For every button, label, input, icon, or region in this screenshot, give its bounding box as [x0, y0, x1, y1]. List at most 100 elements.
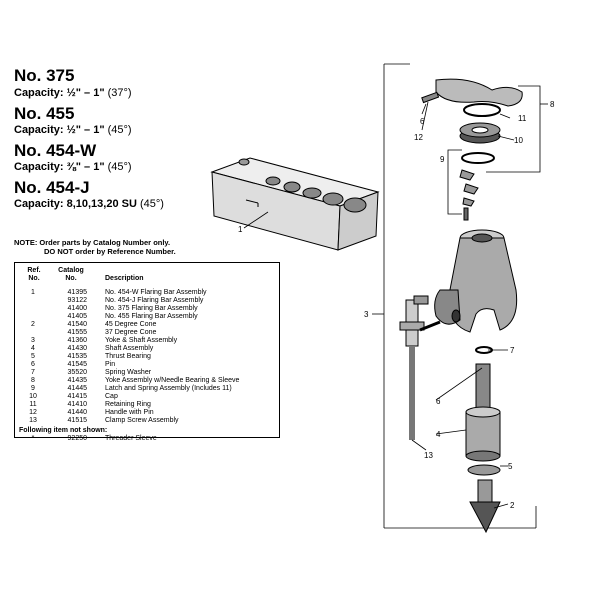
- cell-catalog: 41415: [67, 393, 87, 400]
- cell-catalog: 41360: [67, 337, 87, 344]
- cell-description: No. 454-W Flaring Bar Assembly: [105, 289, 207, 296]
- cell-ref: 3: [31, 337, 35, 344]
- cell-description: Spring Washer: [105, 369, 152, 376]
- header-description: Description: [105, 275, 144, 282]
- callout-4: 4: [436, 430, 441, 439]
- cell-description: Latch and Spring Assembly (Includes 11): [105, 385, 232, 392]
- cell-catalog: 41405: [67, 313, 87, 320]
- table-row: 9 41445 Latch and Spring Assembly (Include…: [15, 385, 279, 393]
- cell-catalog: 41445: [67, 385, 87, 392]
- cell-description: Yoke Assembly w/Needle Bearing & Sleeve: [105, 377, 240, 384]
- cell-ref: 11: [29, 401, 37, 408]
- callout-13: 13: [424, 451, 433, 460]
- callout-12: 12: [414, 133, 423, 142]
- cell-catalog: 41410: [67, 401, 87, 408]
- callout-3: 3: [364, 310, 369, 319]
- cell-ref: 10: [29, 393, 37, 400]
- cell-description: Thrust Bearing: [105, 353, 151, 360]
- table-row: 41400 No. 375 Flaring Bar Assembly: [15, 305, 279, 313]
- cell-description: Cap: [105, 393, 118, 400]
- table-row: 3 41360 Yoke & Shaft Assembly: [15, 337, 279, 345]
- cone-drawing: [469, 479, 501, 534]
- cell-description: Shaft Assembly: [105, 345, 154, 352]
- cell-ref: 12: [29, 409, 37, 416]
- header-ref: Ref. No.: [27, 267, 41, 282]
- model-454j-title: No. 454-J: [14, 178, 90, 197]
- model-455-capacity: Capacity: ½" – 1" (45°): [14, 124, 132, 136]
- cell-ref: 4: [31, 345, 35, 352]
- cell-ref: 8: [31, 377, 35, 384]
- cell-catalog: 41435: [67, 377, 87, 384]
- cell-catalog: 41430: [67, 345, 87, 352]
- callout-7: 7: [510, 346, 515, 355]
- header-catalog: Catalog No.: [58, 267, 84, 282]
- table-row: 41405 No. 455 Flaring Bar Assembly: [15, 313, 279, 321]
- table-row: 10 41415 Cap: [15, 393, 279, 401]
- model-375-capacity: Capacity: ½" – 1" (37°): [14, 87, 132, 99]
- clamp-screw-drawing: [399, 295, 441, 440]
- cell-catalog: 41555: [67, 329, 87, 336]
- table-row: 5 41535 Thrust Bearing: [15, 353, 279, 361]
- cell-description: 45 Degree Cone: [105, 321, 157, 328]
- order-note-line2: DO NOT order by Reference Number.: [44, 247, 176, 256]
- cell-catalog: 41540: [67, 321, 87, 328]
- callout-5: 5: [508, 462, 513, 471]
- shaft-drawing: [465, 363, 501, 462]
- cell-ref: 5: [31, 353, 35, 360]
- yoke-drawing: [434, 229, 518, 333]
- cell-catalog: 41515: [67, 417, 87, 424]
- cell-description: Handle with Pin: [105, 409, 154, 416]
- table-row: 8 41435 Yoke Assembly w/Needle Bearing & S…: [15, 377, 279, 385]
- table-row: 6 41545 Pin: [15, 361, 279, 369]
- cell-catalog: 41545: [67, 361, 87, 368]
- callout-2: 2: [510, 501, 515, 510]
- flaring-bar-drawing: [210, 157, 380, 251]
- cell-ref: 1: [31, 289, 35, 296]
- callout-labels: 1 2 3 4 5 6 7 8 9 10 11 12 13 6: [238, 100, 555, 510]
- order-note: NOTE: Order parts by Catalog Number only…: [14, 238, 176, 256]
- model-454w-capacity: Capacity: ⅜" – 1" (45°): [14, 161, 132, 173]
- callout-6: 6: [436, 397, 441, 406]
- order-note-line1: NOTE: Order parts by Catalog Number only…: [14, 238, 171, 247]
- handle-drawing: [421, 78, 523, 107]
- cell-catalog: 41535: [67, 353, 87, 360]
- cell-description: No. 454-J Flaring Bar Assembly: [105, 297, 204, 304]
- cap-drawing: [459, 122, 501, 144]
- callout-9: 9: [440, 155, 445, 164]
- model-455-title: No. 455: [14, 104, 75, 123]
- callout-10: 10: [514, 136, 523, 145]
- latch-drawing: [459, 152, 495, 221]
- cell-catalog: 93122: [67, 297, 87, 304]
- cell-catalog: 41395: [67, 289, 87, 296]
- table-footnote: Following item not shown:: [19, 427, 108, 434]
- cell-ref: 9: [31, 385, 35, 392]
- callout-1: 1: [238, 225, 243, 234]
- model-454w-title: No. 454-W: [14, 141, 97, 160]
- cell-catalog: 41400: [67, 305, 87, 312]
- callout-6b: 6: [420, 117, 425, 126]
- callout-11: 11: [518, 114, 527, 123]
- cell-description: No. 375 Flaring Bar Assembly: [105, 305, 198, 312]
- callout-8: 8: [550, 100, 555, 109]
- table-row: 1 41395 No. 454-W Flaring Bar Assembly: [15, 289, 279, 297]
- model-454j-capacity: Capacity: 8,10,13,20 SU (45°): [14, 198, 164, 210]
- cell-catalog: 41440: [67, 409, 87, 416]
- cell-description: Clamp Screw Assembly: [105, 417, 179, 424]
- cell-catalog: 35520: [67, 369, 87, 376]
- table-row-extra: * 92250 Threader Sleeve: [31, 435, 157, 442]
- table-row: 7 35520 Spring Washer: [15, 369, 279, 377]
- cell-description: No. 455 Flaring Bar Assembly: [105, 313, 198, 320]
- cell-description: Pin: [105, 361, 116, 368]
- table-row: 93122 No. 454-J Flaring Bar Assembly: [15, 297, 279, 305]
- cell-ref: 6: [31, 361, 35, 368]
- table-row: 4 41430 Shaft Assembly: [15, 345, 279, 353]
- cell-ref: 7: [31, 369, 35, 376]
- cell-description: Yoke & Shaft Assembly: [105, 337, 178, 344]
- table-row: 12 41440 Handle with Pin: [15, 409, 279, 417]
